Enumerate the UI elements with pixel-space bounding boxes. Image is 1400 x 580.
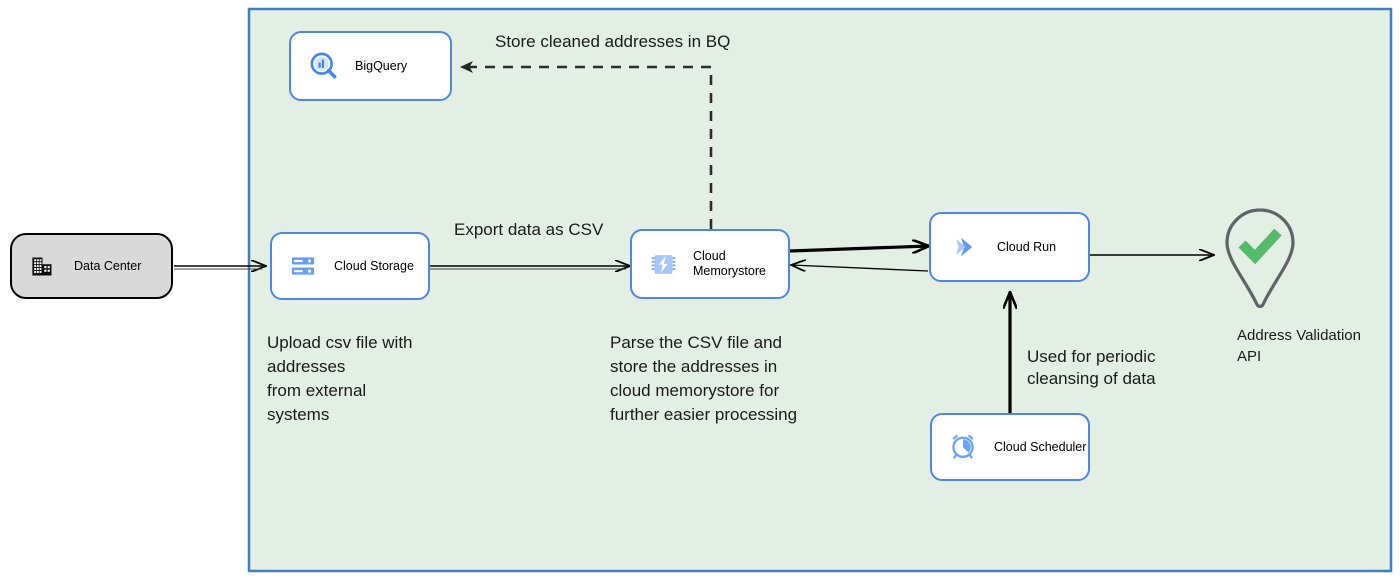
annotation-upload-csv: Upload csv file with addresses from exte… — [267, 333, 413, 424]
edge-label-export-csv: Export data as CSV — [454, 220, 604, 239]
cloud-memorystore-icon — [649, 250, 678, 279]
edge-memorystore-to-cloudrun — [789, 246, 929, 251]
node-label-cloud-scheduler: Cloud Scheduler — [994, 439, 1087, 454]
node-label-address-validation-api: Address Validation API — [1237, 327, 1361, 365]
edge-datacenter-to-storage — [174, 266, 266, 269]
map-pin-check-icon — [1216, 205, 1304, 313]
node-label-cloud-run: Cloud Run — [997, 239, 1057, 254]
node-bigquery[interactable]: BigQuery — [289, 31, 452, 101]
node-address-validation-api[interactable] — [1216, 204, 1306, 314]
node-label-cloud-memorystore: Cloud Memorystore — [693, 249, 766, 278]
bigquery-icon — [308, 50, 340, 82]
edge-memorystore-to-bigquery — [460, 61, 713, 229]
edge-label-store-in-bq: Store cleaned addresses in BQ — [495, 32, 731, 51]
node-cloud-storage[interactable]: Cloud Storage — [270, 232, 430, 300]
edge-cloudrun-to-memorystore — [791, 265, 929, 271]
node-cloud-run[interactable]: Cloud Run — [929, 212, 1090, 282]
annotation-parse-csv: Parse the CSV file and store the address… — [610, 333, 798, 424]
node-data-center[interactable]: Data Center — [10, 233, 173, 299]
node-label-data-center: Data Center — [74, 258, 142, 273]
node-label-cloud-storage: Cloud Storage — [334, 258, 414, 273]
cloud-scheduler-icon — [949, 433, 977, 461]
datacenter-building-icon — [29, 253, 56, 280]
edge-storage-to-memorystore — [430, 266, 630, 269]
node-label-bigquery: BigQuery — [355, 58, 408, 73]
google-cloud-boundary — [247, 7, 1393, 573]
edge-label-periodic-cleansing: Used for periodic cleansing of data — [1027, 347, 1156, 388]
cloud-run-icon — [949, 232, 979, 262]
node-cloud-memorystore[interactable]: Cloud Memorystore — [630, 229, 790, 299]
node-cloud-scheduler[interactable]: Cloud Scheduler — [930, 413, 1090, 481]
cloud-storage-icon — [289, 252, 317, 280]
